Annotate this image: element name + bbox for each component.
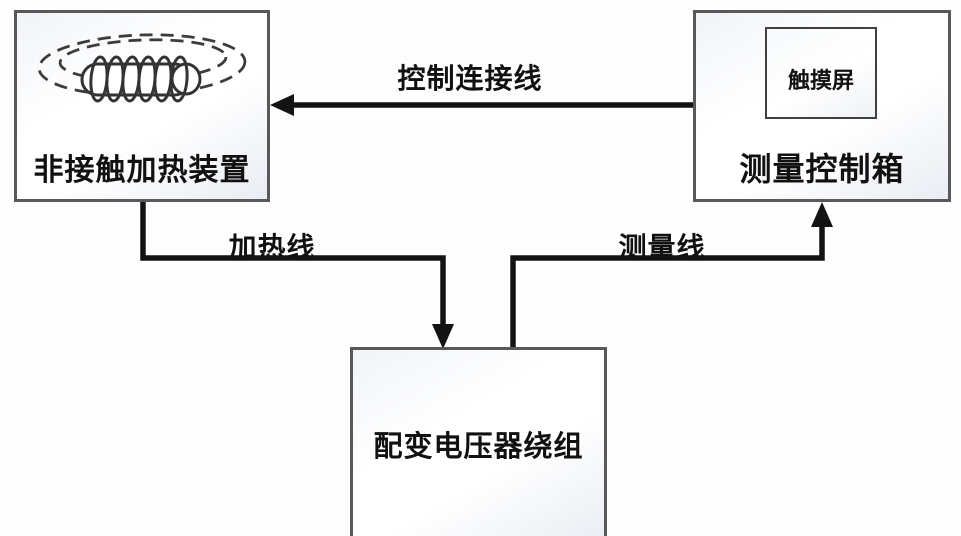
node-touch-screen-label: 触摸屏 (787, 68, 854, 93)
heating-line (140, 200, 454, 349)
node-control-box-label: 测量控制箱 (739, 151, 905, 187)
heating-path (140, 200, 446, 327)
arrowhead-left-icon (270, 94, 294, 116)
node-heater-label: 非接触加热装置 (33, 154, 251, 187)
coil-windings (89, 55, 189, 103)
arrowhead-up-icon (811, 202, 833, 227)
control-connection-line (270, 94, 693, 116)
edge-measurement-label: 测量线 (618, 232, 706, 263)
measurement-path (510, 226, 825, 347)
edge-heating-label: 加热线 (228, 232, 316, 263)
arrowhead-down-icon (432, 324, 454, 349)
node-control-box: 触摸屏 测量控制箱 (693, 10, 951, 202)
edge-control-label: 控制连接线 (397, 63, 543, 94)
node-winding: 配变电压器绕组 (350, 347, 607, 536)
induction-coil-icon (37, 33, 247, 103)
node-touch-screen: 触摸屏 (765, 27, 877, 119)
node-heater: 非接触加热装置 (14, 10, 270, 202)
node-winding-label: 配变电压器绕组 (373, 431, 584, 463)
measurement-line (510, 202, 833, 347)
